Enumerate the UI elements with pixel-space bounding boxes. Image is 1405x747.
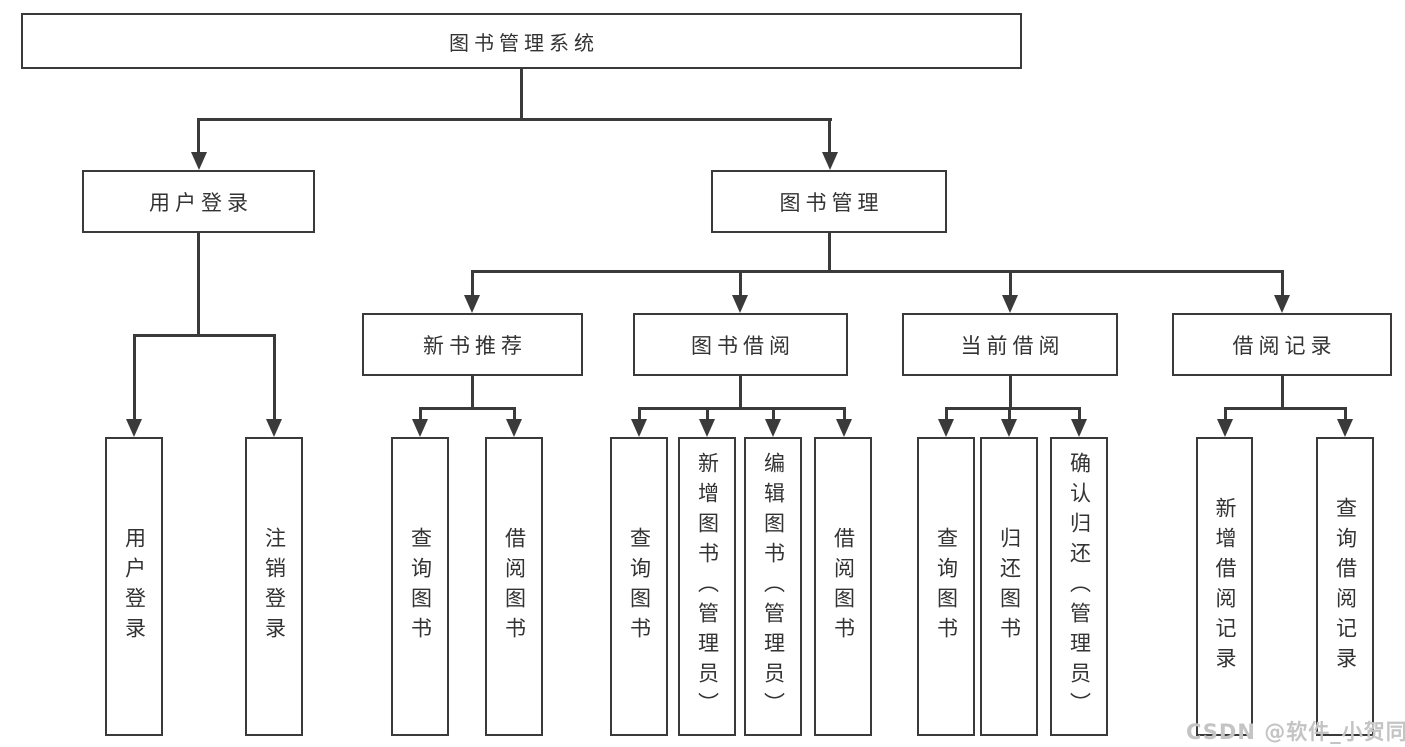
connector-line bbox=[771, 407, 775, 421]
leaf-add-borrow-record: 新增借阅记录 bbox=[1196, 437, 1253, 736]
leaf-label: 新增图书（管理员） bbox=[695, 451, 720, 722]
node-label: 借阅记录 bbox=[1232, 333, 1337, 358]
node-label: 图书管理系统 bbox=[449, 30, 599, 55]
arrow-down-icon bbox=[1001, 419, 1017, 437]
arrow-down-icon bbox=[836, 419, 852, 437]
arrow-down-icon bbox=[506, 419, 522, 437]
leaf-label: 确认归还（管理员） bbox=[1067, 451, 1092, 722]
node-label: 新书推荐 bbox=[423, 333, 527, 358]
arrow-down-icon bbox=[1337, 419, 1353, 437]
leaf-label: 编辑图书（管理员） bbox=[761, 451, 786, 722]
node-label: 用户登录 bbox=[149, 190, 253, 215]
arrow-down-icon bbox=[266, 419, 282, 437]
connector-line bbox=[132, 334, 276, 337]
connector-line bbox=[637, 407, 641, 421]
arrow-down-icon bbox=[1002, 295, 1018, 313]
connector-line bbox=[1280, 270, 1284, 297]
connector-line bbox=[1008, 270, 1012, 297]
arrow-down-icon bbox=[938, 419, 954, 437]
leaf-query-books-current: 查询图书 bbox=[917, 437, 975, 736]
leaf-label: 查询图书 bbox=[934, 526, 959, 647]
arrow-down-icon bbox=[1217, 419, 1233, 437]
leaf-label: 借阅图书 bbox=[831, 526, 856, 647]
arrow-down-icon bbox=[190, 152, 207, 170]
leaf-query-books-recommend: 查询图书 bbox=[391, 437, 449, 736]
leaf-return-books: 归还图书 bbox=[980, 437, 1038, 736]
connector-line bbox=[1280, 375, 1284, 409]
leaf-add-book-admin: 新增图书（管理员） bbox=[678, 437, 736, 736]
arrow-down-icon bbox=[821, 152, 838, 170]
connector-line bbox=[132, 334, 136, 421]
arrow-down-icon bbox=[732, 295, 748, 313]
connector-line bbox=[272, 334, 276, 421]
arrow-down-icon bbox=[1071, 419, 1087, 437]
arrow-down-icon bbox=[464, 295, 480, 313]
connector-line bbox=[197, 233, 200, 336]
connector-line bbox=[512, 407, 516, 421]
connector-line bbox=[519, 69, 523, 120]
connector-line bbox=[197, 118, 200, 154]
leaf-label: 查询图书 bbox=[408, 526, 433, 647]
leaf-label: 借阅图书 bbox=[502, 526, 527, 647]
leaf-label: 注销登录 bbox=[262, 526, 287, 647]
node-label: 图书借阅 bbox=[691, 333, 795, 358]
connector-line bbox=[738, 270, 742, 297]
connector-line bbox=[1223, 407, 1346, 410]
node-root: 图书管理系统 bbox=[21, 13, 1022, 69]
connector-line bbox=[944, 407, 948, 421]
leaf-user-login: 用户登录 bbox=[105, 437, 163, 736]
leaf-confirm-return-admin: 确认归还（管理员） bbox=[1050, 437, 1108, 736]
connector-line bbox=[418, 407, 422, 421]
connector-line bbox=[828, 118, 831, 154]
leaf-label: 用户登录 bbox=[122, 526, 147, 647]
arrow-down-icon bbox=[699, 419, 715, 437]
connector-line bbox=[470, 270, 1284, 273]
node-current-borrow: 当前借阅 bbox=[902, 313, 1118, 376]
leaf-label: 查询借阅记录 bbox=[1333, 496, 1358, 677]
connector-line bbox=[418, 407, 516, 410]
connector-line bbox=[197, 118, 832, 121]
connector-line bbox=[944, 407, 1081, 410]
leaf-query-borrow-record: 查询借阅记录 bbox=[1316, 437, 1374, 736]
leaf-label: 归还图书 bbox=[997, 526, 1022, 647]
arrow-down-icon bbox=[412, 419, 428, 437]
leaf-edit-book-admin: 编辑图书（管理员） bbox=[744, 437, 802, 736]
connector-line bbox=[828, 233, 831, 272]
connector-line bbox=[1007, 407, 1011, 421]
node-user-login: 用户登录 bbox=[82, 170, 315, 233]
connector-line bbox=[738, 375, 742, 409]
node-label: 当前借阅 bbox=[960, 333, 1065, 358]
watermark: CSDN @软件_小贺同学 bbox=[1186, 720, 1405, 744]
node-borrow-records: 借阅记录 bbox=[1172, 313, 1392, 376]
connector-line bbox=[470, 375, 474, 409]
node-new-book-recommend: 新书推荐 bbox=[362, 313, 583, 376]
connector-line bbox=[705, 407, 709, 421]
leaf-logout: 注销登录 bbox=[245, 437, 303, 736]
connector-line bbox=[470, 270, 474, 297]
arrow-down-icon bbox=[126, 419, 142, 437]
leaf-label: 查询图书 bbox=[627, 526, 652, 647]
connector-line bbox=[1343, 407, 1347, 421]
connector-line bbox=[1223, 407, 1227, 421]
connector-line bbox=[1008, 375, 1012, 409]
node-book-borrow: 图书借阅 bbox=[633, 313, 848, 376]
leaf-borrow-books-recommend: 借阅图书 bbox=[485, 437, 543, 736]
connector-line bbox=[637, 407, 846, 410]
connector-line bbox=[842, 407, 846, 421]
connector-line bbox=[1077, 407, 1081, 421]
leaf-borrow-books-borrow: 借阅图书 bbox=[814, 437, 872, 736]
arrow-down-icon bbox=[765, 419, 781, 437]
leaf-query-books-borrow: 查询图书 bbox=[610, 437, 668, 736]
leaf-label: 新增借阅记录 bbox=[1213, 496, 1237, 677]
node-label: 图书管理 bbox=[779, 190, 884, 215]
node-book-management: 图书管理 bbox=[711, 170, 947, 233]
arrow-down-icon bbox=[631, 419, 647, 437]
arrow-down-icon bbox=[1274, 295, 1290, 313]
